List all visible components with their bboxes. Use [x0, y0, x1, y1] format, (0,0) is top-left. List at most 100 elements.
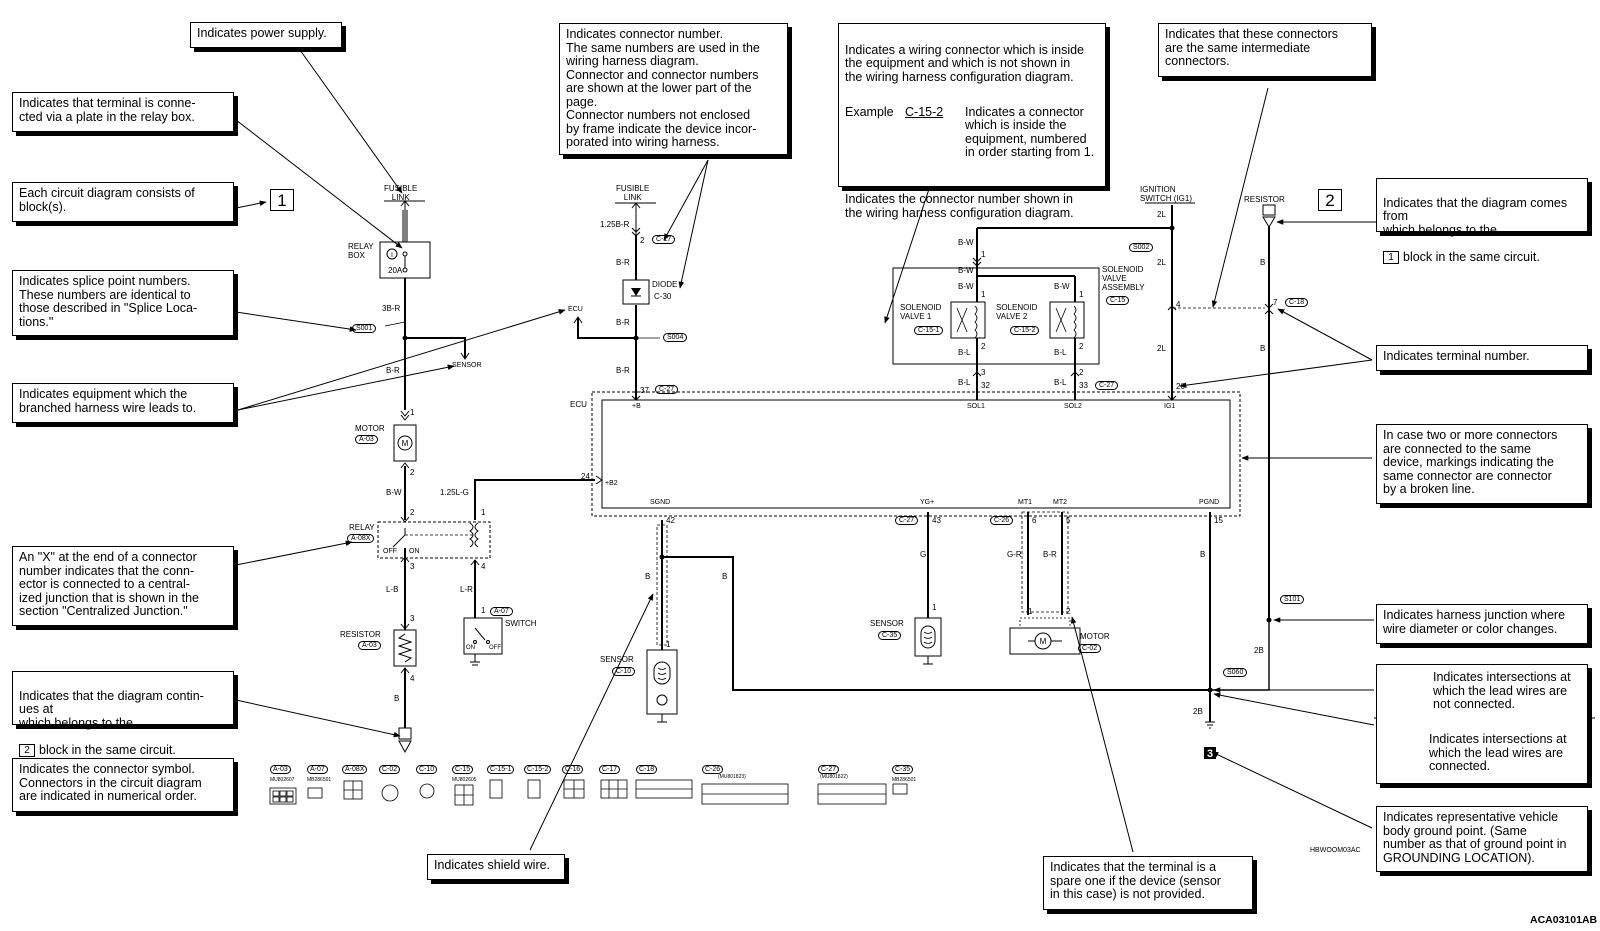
switch-on: ON [466, 645, 475, 651]
wire-2l-3: 2L [1157, 344, 1166, 353]
wire-bw-sol-3: B-W [958, 282, 974, 291]
conn-list-c27-part: (MU801822) [820, 774, 848, 780]
relay-label: RELAY [349, 523, 375, 532]
conn-list-c15-1: C-15-1 [487, 765, 515, 774]
terminal-43: 43 [932, 516, 941, 525]
wire-2b-2: 2B [1193, 707, 1203, 716]
conn-list-c17: C-17 [599, 765, 621, 774]
conn-c27-yg: C-27 [895, 516, 919, 525]
terminal-2-c17: 2 [640, 236, 645, 245]
pin-ygplus: YG+ [920, 499, 935, 506]
terminal-1-sv1: 1 [981, 290, 986, 299]
example-description: Indicates a connector which is inside th… [965, 104, 1095, 159]
terminal-1-c02: 1 [1028, 607, 1033, 616]
switch-a07 [463, 617, 503, 666]
fusible-link-2-label: FUSIBLE LINK [616, 184, 650, 202]
block-number-box: 2 [19, 743, 35, 757]
switch-off: OFF [489, 645, 501, 651]
diode-label: DIODE [652, 280, 678, 289]
conn-list-c27: C-27 [818, 765, 840, 774]
resistor-right-label: RESISTOR [1244, 195, 1285, 204]
wire-b-pgnd: B [1200, 550, 1206, 559]
ecu-branch-label: ECU [568, 306, 583, 313]
terminal-4: 4 [1176, 300, 1181, 309]
wire-b-right-2: B [1260, 344, 1266, 353]
callout-connector-number: Indicates connector number. The same num… [559, 23, 788, 155]
fuse-rating: 20A [388, 266, 403, 275]
svg-text:I: I [391, 252, 393, 259]
wire-bw-sol-4: B-W [1054, 282, 1070, 291]
conn-c18: C-18 [1285, 298, 1309, 307]
conn-c27-sol: C-27 [1095, 381, 1119, 390]
pin-mt2: MT2 [1053, 499, 1067, 506]
wire-b-shield-2: B [722, 572, 728, 581]
conn-a08x: A-08X [347, 534, 375, 543]
wire-br-mid-2: B-R [616, 318, 630, 327]
wire-2l-1: 2L [1157, 210, 1166, 219]
conn-list-c15: C-15 [452, 765, 474, 774]
continues-line-3: block in the same circuit. [39, 742, 176, 757]
pin-sol2: SOL2 [1064, 403, 1082, 410]
wire-b-shield: B [645, 572, 651, 581]
terminal-3-sol: 3 [981, 368, 986, 377]
fusible-link-1-label: FUSIBLE LINK [384, 184, 418, 202]
sensor-c10-label: SENSOR [600, 655, 634, 664]
callout-relay-plate: Indicates that terminal is conne- cted v… [12, 92, 234, 132]
motor-c02: M [1009, 617, 1081, 655]
pin-b2: +B2 [605, 480, 618, 487]
motor-label: MOTOR [355, 424, 385, 433]
terminal-33: 33 [1079, 381, 1088, 390]
terminal-4-res: 4 [410, 674, 415, 683]
comes-from-line-2: which belongs to the [1383, 222, 1497, 237]
terminal-1-sv2: 1 [1079, 290, 1084, 299]
solenoid-valve-2-label: SOLENOID VALVE 2 [996, 303, 1038, 321]
callout-terminal-number: Indicates terminal number. [1376, 345, 1588, 371]
callout-same-intermediate: Indicates that these connectors are the … [1158, 23, 1372, 77]
resistor-a03 [393, 623, 417, 674]
inside-equipment-text: Indicates a wiring connector which is in… [845, 42, 1085, 84]
wire-br-motor: B-R [1043, 550, 1057, 559]
terminal-4-relay: 4 [481, 562, 486, 571]
conn-list-c10: C-10 [416, 765, 438, 774]
block-number-2: 2 [1318, 189, 1342, 211]
continues-line-2: which belongs to the [19, 715, 133, 730]
sensor-c35-label: SENSOR [870, 619, 904, 628]
not-connected-text: Indicates intersections at which the lea… [1433, 670, 1571, 711]
example-code: C-15-2 [905, 104, 944, 119]
conn-list-a07-part: MB286501 [307, 777, 332, 783]
relay-on: ON [409, 548, 420, 555]
conn-a07: A-07 [490, 607, 513, 616]
callout-blocks: Each circuit diagram consists of block(s… [12, 182, 234, 222]
conn-list-c26: C-26 [702, 765, 724, 774]
conn-c17: C-17 [652, 235, 676, 244]
wire-bw-sol-1: B-W [958, 238, 974, 247]
splice-s101: S101 [1280, 595, 1305, 604]
conn-list-c35-part: MB286501 [892, 777, 917, 783]
callout-spare-terminal: Indicates that the terminal is a spare o… [1043, 856, 1253, 910]
conn-c15-1: C-15-1 [914, 326, 944, 335]
splice-s060: S060 [1223, 668, 1248, 677]
conn-list-c26-part: (MU801823) [718, 774, 746, 780]
conn-list-c16: C-16 [562, 765, 584, 774]
conn-list-a07: A-07 [307, 765, 328, 774]
figure-code: HBWOOM03AC [1310, 847, 1361, 854]
example-label: Example [845, 104, 894, 119]
wire-gr: G-R [1007, 550, 1022, 559]
block-number-1: 1 [270, 189, 294, 211]
resistor-right [1262, 204, 1276, 228]
wire-bl-1: B-L [958, 348, 971, 357]
terminal-2-sol2: 2 [1079, 368, 1084, 377]
diode-c30 [622, 279, 650, 305]
splice-s001: S001 [352, 324, 377, 333]
callout-x-end: An "X" at the end of a connector number … [12, 546, 234, 626]
conn-a03-motor: A-03 [355, 435, 378, 444]
solenoid-valve-assembly [892, 267, 1100, 365]
terminal-3: 3 [410, 562, 415, 571]
wire-g: G [920, 550, 927, 559]
callout-power-supply: Indicates power supply. [190, 22, 342, 48]
callout-branched: Indicates equipment which the branched h… [12, 383, 234, 423]
terminal-1-switch: 1 [481, 606, 486, 615]
wire-125lg: 1.25L-G [440, 488, 469, 497]
terminal-2-relay: 2 [410, 508, 415, 517]
pin-ig1: IG1 [1164, 403, 1176, 410]
